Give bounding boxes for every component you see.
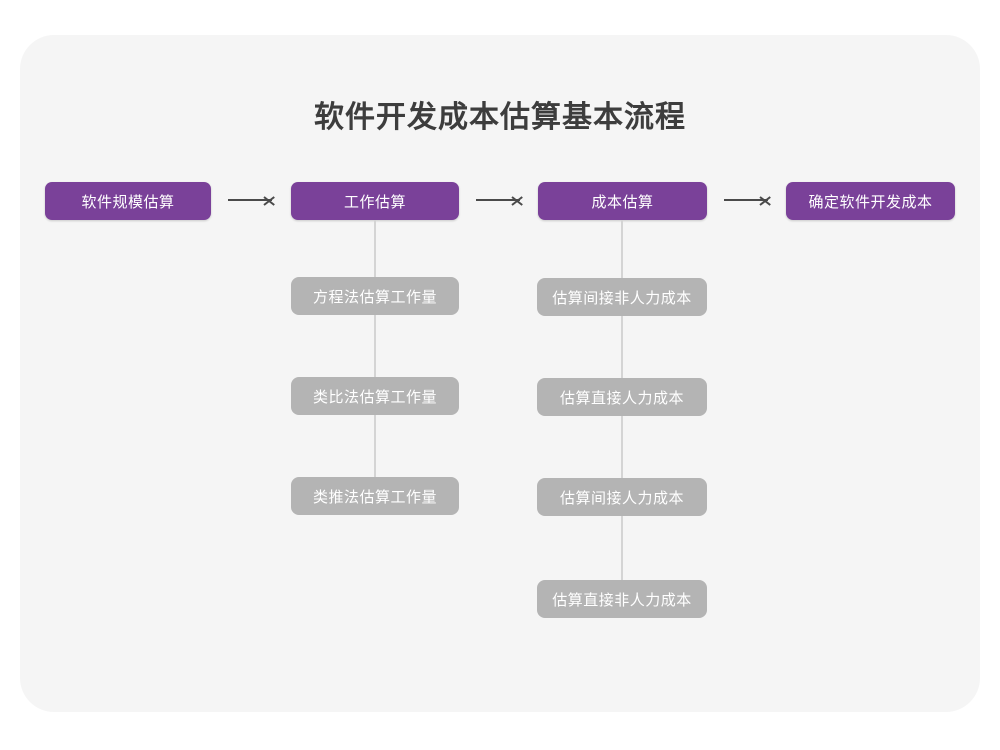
arrow-shaft [724,199,768,201]
arrow-shaft [228,199,272,201]
branch-node-equation-method-workload[interactable]: 方程法估算工作量 [291,277,459,315]
branch-node-deduction-method-workload[interactable]: 类推法估算工作量 [291,477,459,515]
branch-node-indirect-non-labor-cost[interactable]: 估算间接非人力成本 [537,278,707,316]
page-title: 软件开发成本估算基本流程 [314,101,686,134]
branch-node-label: 估算间接非人力成本 [552,289,692,307]
branch-node-label: 估算直接人力成本 [559,389,684,407]
arrow-head [512,193,523,207]
flow-node-work-estimation[interactable]: 工作估算 [291,182,459,220]
flow-node-label: 确定软件开发成本 [808,193,933,211]
flow-node-label: 成本估算 [591,193,654,211]
connector-line-work-estimation [374,220,376,502]
branch-node-label: 方程法估算工作量 [312,288,437,306]
branch-node-label: 估算间接人力成本 [559,489,684,507]
arrow-right-icon-2 [476,189,528,211]
arrow-head [760,193,771,207]
flow-node-label: 工作估算 [343,193,406,211]
flow-node-cost-estimation[interactable]: 成本估算 [538,182,707,220]
flow-node-software-scale-estimation[interactable]: 软件规模估算 [45,182,211,220]
branch-node-label: 类比法估算工作量 [312,388,437,406]
branch-node-direct-non-labor-cost[interactable]: 估算直接非人力成本 [537,580,707,618]
diagram-card-background [20,35,980,712]
flow-node-determine-development-cost[interactable]: 确定软件开发成本 [786,182,955,220]
branch-node-label: 类推法估算工作量 [312,488,437,506]
branch-node-indirect-labor-cost[interactable]: 估算间接人力成本 [537,478,707,516]
branch-node-direct-labor-cost[interactable]: 估算直接人力成本 [537,378,707,416]
flow-node-label: 软件规模估算 [81,193,175,211]
arrow-shaft [476,199,520,201]
arrow-right-icon-1 [228,189,280,211]
arrow-right-icon-3 [724,189,776,211]
arrow-head [264,193,275,207]
branch-node-label: 估算直接非人力成本 [552,591,692,609]
branch-node-analogy-method-workload[interactable]: 类比法估算工作量 [291,377,459,415]
